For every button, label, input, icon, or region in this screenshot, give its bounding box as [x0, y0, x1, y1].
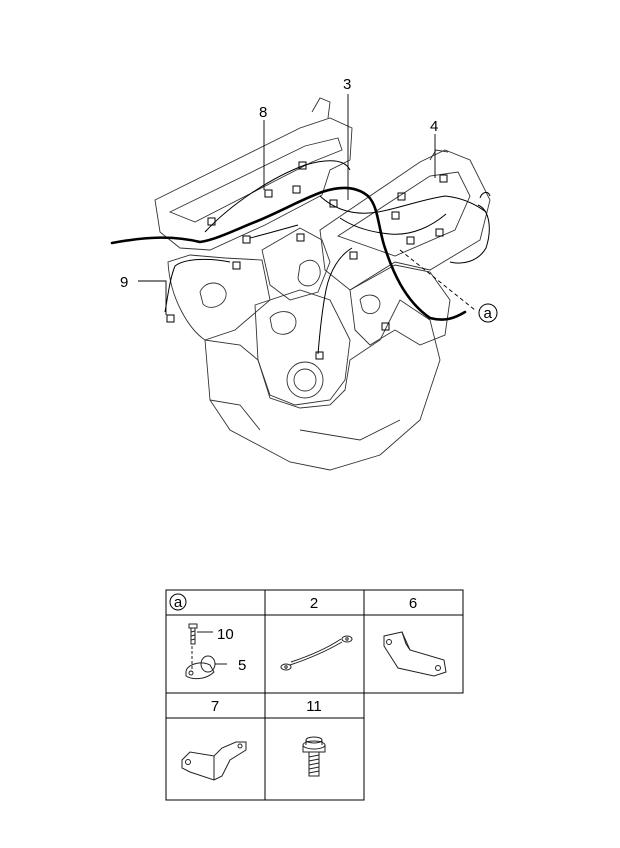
header-6: 6	[409, 595, 417, 612]
ground-cable	[280, 635, 353, 671]
bracket-6	[383, 631, 447, 677]
wiring-harness	[110, 160, 491, 360]
header-a-circle	[169, 593, 187, 611]
header-11: 11	[306, 698, 322, 715]
header-2: 2	[310, 595, 318, 612]
header-a: a	[174, 594, 183, 611]
label-5: 5	[238, 657, 246, 674]
leader-lines	[138, 94, 476, 315]
callout-9: 9	[120, 274, 128, 291]
header-7: 7	[211, 698, 219, 715]
callout-3: 3	[343, 76, 351, 93]
callout-a-circle	[478, 303, 498, 323]
callout-8: 8	[259, 104, 267, 121]
clamp-bolt-assembly	[185, 623, 227, 680]
engine-block	[154, 97, 491, 471]
detail-table: a 2 6 7 11 10 5	[165, 589, 464, 801]
callout-4: 4	[430, 118, 438, 135]
bracket-7	[181, 741, 247, 781]
callout-a: a	[484, 305, 493, 322]
flange-bolt	[302, 736, 326, 777]
label-10: 10	[217, 626, 234, 643]
